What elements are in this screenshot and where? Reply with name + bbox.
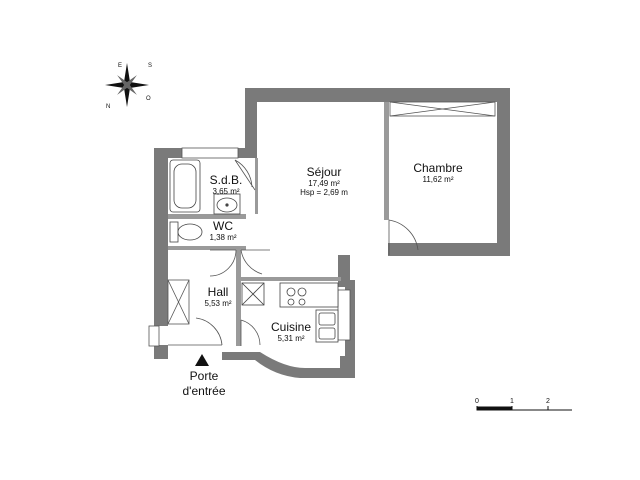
ceiling-height: Hsp = 2,69 m [300, 188, 348, 197]
stove-icon [286, 287, 307, 306]
toilet-icon [169, 221, 203, 243]
compass-s: S [148, 63, 153, 69]
entrance-line2: d'entrée [182, 384, 226, 398]
scale-tick-0: 0 [475, 398, 479, 405]
entrance-label: Porte d'entrée [172, 369, 236, 399]
entrance-arrow-icon [195, 354, 209, 366]
entrance-line1: Porte [189, 369, 219, 383]
room-name: Chambre [413, 161, 463, 175]
room-cuisine: Cuisine 5,31 m² [262, 320, 320, 343]
doors [168, 159, 419, 346]
room-area: 1,38 m² [209, 233, 237, 242]
room-area: 3,65 m² [212, 187, 240, 196]
room-area: 17,49 m² [308, 179, 340, 188]
scale-bar [476, 406, 572, 411]
interior-walls [168, 102, 389, 346]
room-area: 5,31 m² [277, 334, 305, 343]
compass-o: O [146, 96, 151, 102]
room-name: S.d.B. [209, 173, 243, 187]
room-name: Cuisine [270, 320, 312, 334]
sink-icon [213, 193, 241, 215]
windows [148, 101, 496, 347]
room-name: Séjour [306, 165, 342, 179]
room-sejour: Séjour 17,49 m² Hsp = 2,69 m [288, 165, 360, 197]
kitchen-sink-icon [315, 309, 339, 343]
room-name: WC [213, 219, 233, 233]
scale-tick-1: 1 [510, 398, 514, 405]
room-area: 11,62 m² [422, 175, 454, 184]
compass-icon [105, 63, 149, 107]
room-wc: WC 1,38 m² [203, 219, 243, 242]
compass-n: N [106, 104, 111, 110]
bathtub-icon [169, 159, 201, 213]
room-sdb: S.d.B. 3,65 m² [198, 173, 254, 196]
room-name: Hall [207, 285, 229, 299]
scale-tick-2: 2 [546, 398, 550, 405]
compass-e: E [118, 63, 123, 69]
room-hall: Hall 5,53 m² [196, 285, 240, 308]
room-chambre: Chambre 11,62 m² [402, 161, 474, 184]
room-area: 5,53 m² [204, 299, 232, 308]
